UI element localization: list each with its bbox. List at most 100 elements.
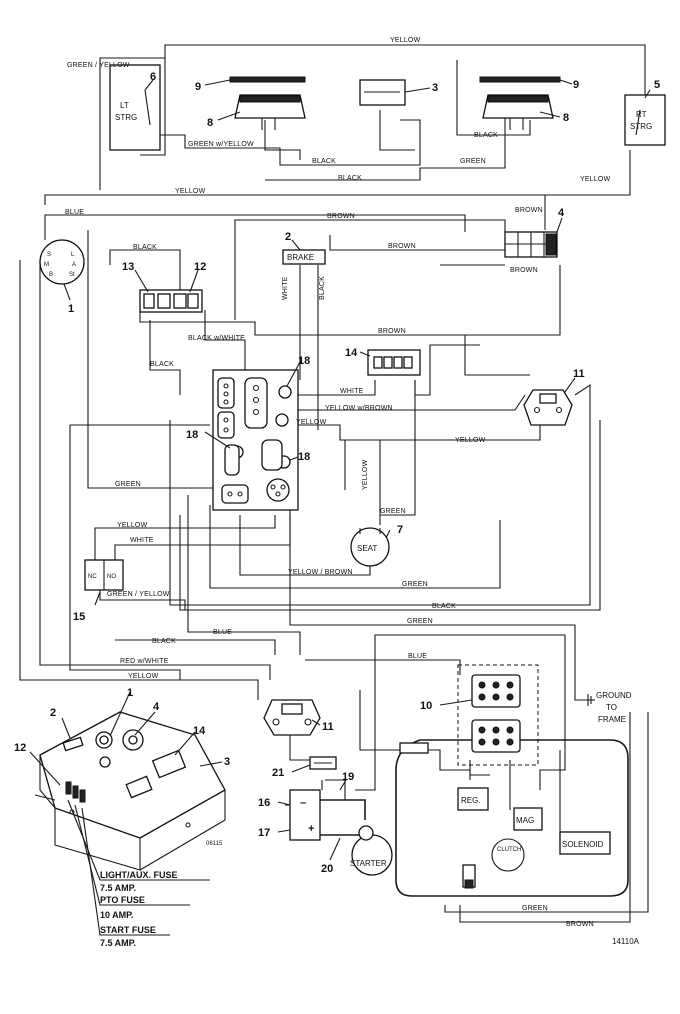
start-fuse-title: START FUSE [100,925,156,935]
brake-label: BRAKE [287,253,314,262]
rt-strg-label-1: RT [636,110,647,119]
seat-label: SEAT [357,544,377,553]
callout-12-inset: 12 [14,742,26,754]
reg-label: REG. [461,796,481,805]
wire-label-yellow-4: YELLOW [455,437,486,444]
lt-strg-label-1: LT [120,101,129,110]
ground-label-3: FRAME [598,715,626,724]
callout-18-top: 18 [298,355,310,367]
callout-18-left: 18 [186,429,198,441]
wire-label-blue-1: BLUE [65,209,84,216]
callout-8-left: 8 [207,117,213,129]
wire-label-green-2: GREEN [115,481,141,488]
fuse-labels: LIGHT/AUX. FUSE 7.5 AMP. PTO FUSE 10 AMP… [100,870,210,948]
wire-label-brown-4: BROWN [510,267,538,274]
callout-11-upper: 11 [573,368,585,380]
wire-label-green-3: GREEN [380,508,406,515]
wire-label-brown-1: BROWN [327,213,355,220]
wire-label-brown-6: BROWN [566,921,594,928]
wire-label-black-5: BLACK [150,361,174,368]
callout-5: 5 [654,79,660,91]
battery-minus: – [300,797,306,809]
wire-label-yellow-brown: YELLOW / BROWN [288,569,353,576]
wire-label-white-3: WHITE [130,537,154,544]
pto-fuse-value: 10 AMP. [100,910,134,920]
callout-14: 14 [345,347,358,359]
pto-fuse-title: PTO FUSE [100,895,145,905]
solenoid-label: SOLENOID [562,840,604,849]
pto-connector-upper [523,389,573,426]
no-label: NO [107,574,116,580]
callout-7: 7 [397,524,403,536]
wire-label-black-1: BLACK [474,132,498,139]
callout-19: 19 [342,771,354,783]
brown-connector [504,231,558,258]
wire-label-yellow-5: YELLOW [117,522,148,529]
start-fuse-value: 7.5 AMP. [100,938,136,948]
light-aux-fuse-value: 7.5 AMP. [100,883,136,893]
wire-label-blue-2: BLUE [213,629,232,636]
wire-label-green-yellow-top: GREEN / YELLOW [67,62,130,69]
battery-plus: + [308,823,314,835]
battery: + – [289,789,321,841]
wire-label-green-1: GREEN [460,158,486,165]
inline-fuse [309,756,337,770]
callout-16: 16 [258,797,270,809]
callout-1-inset: 1 [127,687,133,699]
wire-label-green-5: GREEN [407,618,433,625]
wire-label-brown-5: BROWN [378,328,406,335]
wire-label-yellow-3: YELLOW [296,419,327,426]
callout-2: 2 [285,231,291,243]
callout-13: 13 [122,261,134,273]
key-st: St [69,272,75,278]
callout-12: 12 [194,261,206,273]
clutch-label: CLUTCH [497,847,521,853]
key-l: L [71,252,75,258]
wire-labels: YELLOW GREEN / YELLOW GREEN w/YELLOW BLA… [65,37,610,928]
regulator: REG. [457,787,489,811]
wire-label-brown-3: BROWN [388,243,416,250]
leader-lines [29,79,651,861]
nc-no-switch: NC NO [84,559,124,591]
wire-label-green-6: GREEN [522,905,548,912]
callout-14-inset: 14 [193,725,206,737]
key-a: A [72,262,76,268]
wire-harness [19,44,649,923]
callout-17: 17 [258,827,270,839]
callout-4: 4 [558,207,565,219]
wire-label-black-4: BLACK [133,244,157,251]
magneto: MAG [513,807,543,831]
figure-code: 14110A [612,937,640,946]
wire-label-yellow-6: YELLOW [128,673,159,680]
solenoid: SOLENOID [559,831,611,855]
wire-label-green-yellow-2: GREEN / YELLOW [107,591,170,598]
connector-14 [367,349,421,376]
inset-code: 06115 [206,841,223,847]
mag-label: MAG [516,816,534,825]
engine-plug [399,742,429,754]
brake-switch: BRAKE [282,249,326,265]
key-b: B [49,272,53,278]
callout-10: 10 [420,700,432,712]
starter-motor: STARTER [350,825,393,876]
wire-label-white-vertical: WHITE [282,276,289,300]
callout-9-left: 9 [195,81,201,93]
callout-numbers: 9 9 8 8 3 6 5 4 2 1 13 12 14 18 18 18 11… [14,71,660,875]
ground-label-1: GROUND [596,691,632,700]
key-m: M [44,262,49,268]
left-headlight [229,76,306,130]
callout-15: 15 [73,611,85,623]
wire-label-white-2: WHITE [340,388,364,395]
hour-meter [359,79,406,106]
seat-switch: SEAT [350,527,390,567]
central-harness-board [212,369,299,511]
callout-1: 1 [68,303,74,315]
callout-8-right: 8 [563,112,569,124]
right-headlight [479,76,561,130]
wire-label-yellow-vertical: YELLOW [362,459,369,490]
wire-label-yellow-top: YELLOW [390,37,421,44]
wire-label-black-vertical: BLACK [319,276,326,300]
wire-label-black-6: BLACK [432,603,456,610]
light-aux-fuse-title: LIGHT/AUX. FUSE [100,870,178,880]
